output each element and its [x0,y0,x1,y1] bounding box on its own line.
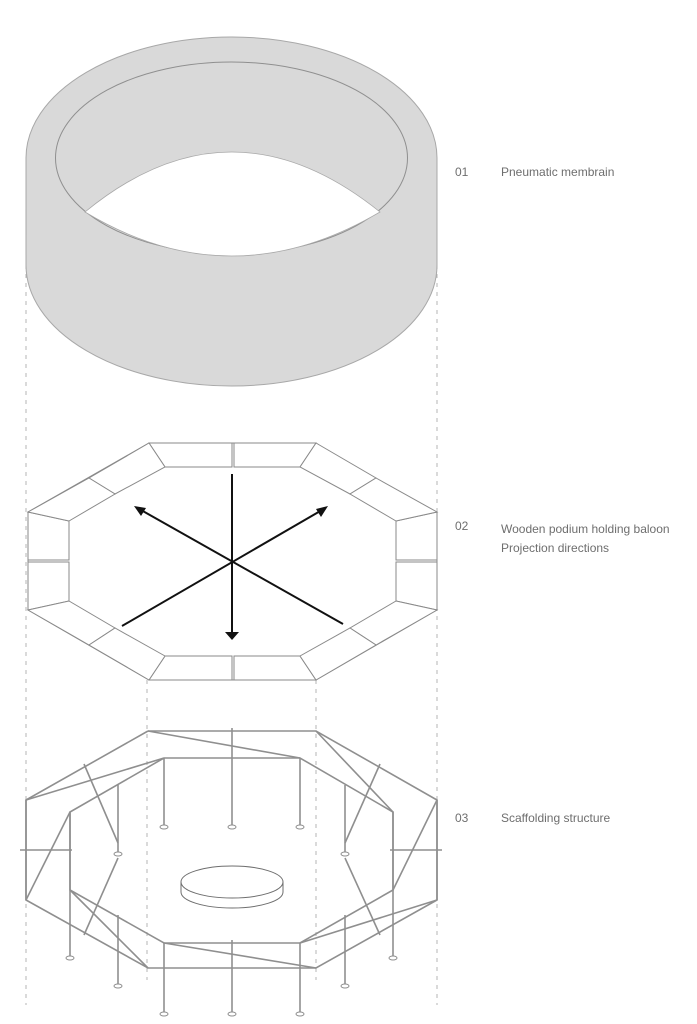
arrow-upper-left-icon [134,506,146,516]
layer-number: 02 [455,519,469,533]
layer-description-line-2: Projection directions [501,541,610,555]
projection-guides [25,265,438,1005]
scaffold-base-plates [65,824,398,1017]
pneumatic-membrane [25,36,438,387]
layer-description: Wooden podium holding baloon [501,522,670,536]
arrow-down-icon [225,632,239,640]
scaffolding-structure [20,728,442,1013]
central-disc-platform [180,865,284,909]
layer-number: 01 [455,165,469,179]
wooden-podium [26,442,439,681]
layer-description: Scaffolding structure [501,811,611,825]
layer-number: 03 [455,811,469,825]
arrow-upper-right-icon [316,506,328,517]
layer-description: Pneumatic membrain [501,165,615,179]
projection-direction-arrows [121,474,344,640]
